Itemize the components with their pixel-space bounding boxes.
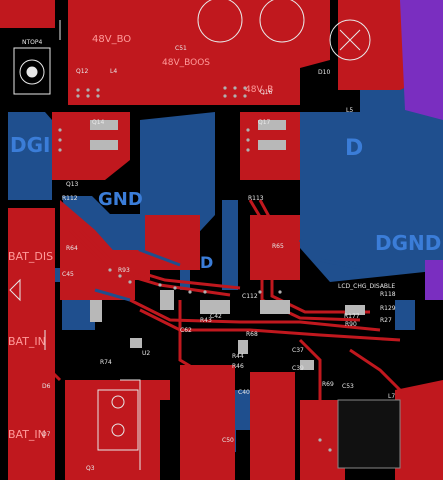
designator-c40: C40 [238,389,250,396]
bottom-right-pour-a [250,372,295,480]
designator-ntop4: NTOP4 [22,39,42,46]
purple-pour-mid-right [425,260,443,300]
designator-d10: D10 [318,69,330,76]
net-label-bat-in-bottom: BAT_IN [8,428,46,441]
designators: NTOP4 C51 Q12 L4 Q14 Q16 D10 Q17 L5 R112… [22,39,396,472]
traces [38,199,402,400]
gnd-blue-vertical-center [222,200,238,290]
net-labels: DGI GND D DGND D BAT_DIS BAT_IN BAT_IN 4… [8,34,441,441]
designator-r46: R46 [232,363,244,370]
net-label-d-mid: D [200,253,213,272]
designator-r129: R129 [380,305,396,312]
designator-q13: Q13 [66,181,79,188]
blue-pad-small-3 [395,300,415,330]
48v-boost-pour-top [68,0,330,105]
designator-c45: C45 [62,271,74,278]
designator-r74: R74 [100,359,112,366]
designator-r90: R90 [345,321,357,328]
designator-l7: L7 [388,393,395,400]
designator-r64: R64 [66,245,78,252]
net-label-dgnd: DGND [375,231,441,255]
net-label-bat-in-top: BAT_IN [8,335,46,348]
designator-u2: U2 [142,350,150,357]
purple-layer [400,0,443,300]
net-label-d-right: D [345,136,363,161]
net-label-lcd-dis: LCD_CHG_DISABLE [338,283,395,290]
dgi-blue-pour [8,112,52,200]
net-label-gnd: GND [98,189,143,210]
designator-r68: R68 [246,331,258,338]
silkscreen-outlines [9,0,371,470]
designator-r112: R112 [62,195,78,202]
net-label-48v-b-right: 48V_B [245,85,273,95]
designator-d7: D7 [42,431,51,438]
designator-l5: L5 [346,107,353,114]
designator-c39: C39 [292,365,304,372]
designator-c37: C37 [292,347,304,354]
designator-r65: R65 [272,243,284,250]
net-label-48v-bo-left: 48V_BO [92,34,131,45]
designator-c42: C42 [210,313,222,320]
net-label-bat-dis: BAT_DIS [8,250,53,263]
designator-c62: C62 [180,327,192,334]
designator-d6: D6 [42,383,51,390]
bottom-right-pour-c [395,380,443,480]
designator-r118: R118 [380,291,396,298]
bat-dis-pour-left [8,208,55,480]
designator-r93: R93 [118,267,130,274]
designator-q12: Q12 [76,68,89,75]
dgnd-blue-pour-right [300,60,443,282]
designator-r177: R177 [344,313,360,320]
net-label-dgi: DGI [10,133,50,157]
purple-pour-top-right [400,0,443,120]
designator-c112: C112 [242,293,258,300]
designator-q16: Q16 [260,89,273,96]
designator-r69: R69 [322,381,334,388]
bottom-right-pour-b [300,400,345,480]
net-label-48v-boos-mid: 48V_BOOS [162,58,210,68]
blue-traces [94,215,361,302]
designator-q14: Q14 [92,119,105,126]
designator-c50: C50 [222,437,234,444]
designator-c53: C53 [342,383,354,390]
mid-bottom-pour-small [120,380,170,400]
ic-chip-l7 [337,399,401,469]
designator-q3: Q3 [86,465,95,472]
designator-r113: R113 [248,195,264,202]
designator-r27: R27 [380,317,392,324]
designator-q17: Q17 [258,119,271,126]
vias [58,86,332,452]
designator-l4: L4 [110,68,117,75]
designator-r44: R44 [232,353,244,360]
bottom-mid-pour [180,365,235,480]
left-edge-pour-top [0,0,55,28]
designator-c51: C51 [175,45,187,52]
designator-r43: R43 [200,317,212,324]
